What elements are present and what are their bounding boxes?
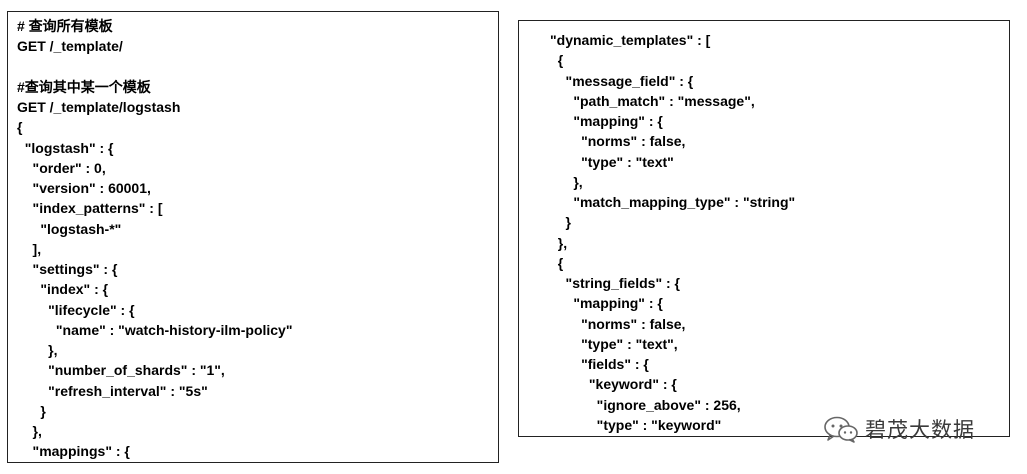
- code-line: "number_of_shards" : "1",: [17, 362, 225, 379]
- code-line: #查询其中某一个模板: [17, 78, 151, 95]
- code-line: },: [17, 423, 42, 439]
- code-line: "keyword" : {: [550, 376, 677, 393]
- code-line: "mapping" : {: [550, 295, 663, 312]
- code-line: "settings" : {: [17, 261, 118, 277]
- right-code-block: "dynamic_templates" : [ { "message_field…: [550, 30, 795, 435]
- code-line: "version" : 60001,: [17, 180, 151, 196]
- code-line: },: [550, 234, 568, 251]
- code-line: "string_fields" : {: [550, 275, 680, 291]
- code-line: "order" : 0,: [17, 159, 106, 176]
- code-line: "logstash" : {: [17, 139, 114, 156]
- code-line: "mapping" : {: [550, 113, 663, 129]
- code-line: "index" : {: [17, 281, 109, 298]
- code-line: }: [550, 214, 572, 231]
- wechat-icon: [824, 416, 858, 443]
- code-line: "logstash-*": [17, 220, 122, 237]
- code-line: {: [17, 119, 23, 136]
- code-line: "ignore_above" : 256,: [550, 396, 741, 413]
- watermark-text: 碧茂大数据: [865, 418, 975, 442]
- code-line: "type" : "text",: [550, 335, 678, 352]
- code-line: {: [550, 254, 564, 271]
- code-line: "match_mapping_type" : "string": [550, 194, 796, 210]
- code-line: },: [550, 173, 583, 190]
- code-line: "fields" : {: [550, 356, 649, 372]
- code-line: "mappings" : {: [17, 443, 130, 460]
- code-line: "name" : "watch-history-ilm-policy": [17, 321, 293, 338]
- code-line: "index_patterns" : [: [17, 200, 163, 217]
- code-line: # 查询所有模板: [17, 18, 113, 34]
- code-line: ],: [17, 240, 42, 257]
- code-line: "lifecycle" : {: [17, 301, 135, 318]
- code-line: "message_field" : {: [550, 72, 694, 89]
- code-line: "refresh_interval" : "5s": [17, 382, 208, 399]
- left-code-block: # 查询所有模板 GET /_template/ #查询其中某一个模板 GET /_…: [17, 16, 292, 462]
- code-line: {: [550, 52, 564, 69]
- code-line: "type" : "keyword": [550, 416, 722, 433]
- left-code-panel: # 查询所有模板 GET /_template/ #查询其中某一个模板 GET /_…: [7, 11, 499, 463]
- code-line: },: [17, 342, 58, 358]
- code-line: GET /_template/: [17, 38, 123, 55]
- code-line: "path_match" : "message",: [550, 92, 755, 109]
- code-line: [17, 57, 292, 77]
- code-line: "type" : "text": [550, 153, 674, 170]
- code-line: GET /_template/logstash: [17, 99, 181, 115]
- code-line: }: [17, 402, 46, 419]
- right-code-panel: "dynamic_templates" : [ { "message_field…: [518, 20, 1010, 437]
- code-line: "norms" : false,: [550, 133, 686, 150]
- code-line: "dynamic_templates" : [: [550, 32, 711, 48]
- code-line: "norms" : false,: [550, 315, 686, 332]
- watermark: 碧茂大数据: [823, 413, 975, 445]
